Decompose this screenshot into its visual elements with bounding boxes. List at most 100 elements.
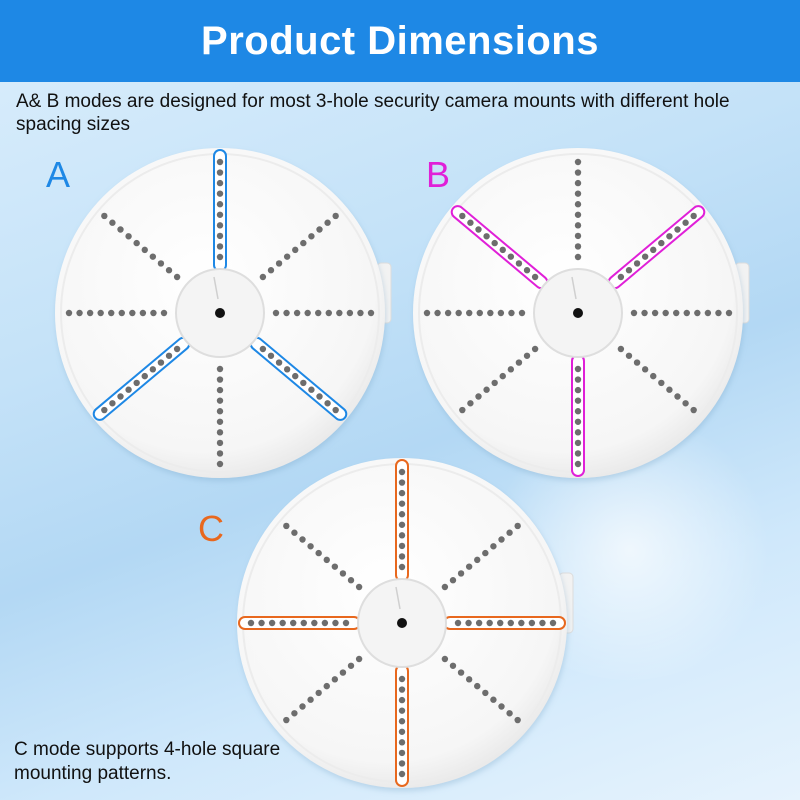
mount-hole — [315, 689, 322, 697]
mount-hole — [398, 500, 406, 507]
mount-hole — [216, 211, 224, 218]
mount-hole — [275, 359, 283, 366]
mount-hole — [125, 233, 132, 240]
mount-hole — [101, 212, 108, 220]
mount-hole — [125, 386, 132, 393]
mount-hole — [574, 386, 582, 394]
mount-hole — [398, 511, 406, 518]
mount-hole — [342, 619, 350, 627]
mount-hole — [339, 570, 347, 577]
plate-b — [413, 148, 750, 478]
mount-hole — [272, 309, 280, 317]
mount-hole — [398, 696, 406, 704]
mount-hole — [324, 400, 331, 407]
mount-hole — [291, 710, 298, 717]
mount-hole — [267, 352, 275, 359]
mount-hole — [651, 309, 659, 317]
mount-hole — [518, 309, 526, 317]
mount-hole — [149, 253, 157, 260]
mount-hole — [490, 696, 497, 703]
mount-hole — [141, 246, 148, 254]
mount-hole — [574, 222, 582, 229]
mount-hole — [666, 233, 673, 240]
mount-hole — [332, 212, 339, 220]
mount-hole — [316, 393, 323, 400]
mount-hole — [398, 542, 406, 550]
mode-a-label: A — [46, 154, 71, 195]
mount-hole — [574, 211, 582, 218]
mount-hole — [347, 662, 355, 669]
mount-hole — [474, 556, 481, 564]
mount-hole — [216, 232, 224, 240]
mount-hole — [173, 273, 181, 281]
mount-hole — [467, 400, 474, 407]
mount-hole — [528, 619, 536, 627]
mount-hole — [497, 619, 504, 627]
mount-hole — [466, 309, 473, 317]
mount-hole — [291, 529, 298, 536]
mount-hole — [324, 219, 331, 226]
mount-hole — [398, 489, 406, 497]
mount-hole — [315, 309, 322, 317]
mount-hole — [398, 686, 406, 693]
mount-hole — [259, 273, 267, 281]
mount-hole — [139, 309, 147, 317]
mount-hole — [704, 309, 712, 317]
mount-hole — [283, 366, 291, 373]
mount-hole — [216, 253, 224, 261]
mount-hole — [216, 169, 224, 176]
mount-hole — [574, 439, 582, 447]
mount-hole — [157, 359, 165, 366]
mount-hole — [216, 201, 224, 208]
mount-hole — [523, 267, 531, 274]
mount-hole — [483, 386, 490, 393]
mount-hole — [321, 619, 329, 627]
mount-hole — [423, 309, 431, 317]
mount-hole — [299, 536, 306, 543]
mount-hole — [216, 386, 224, 394]
mount-hole — [475, 226, 482, 233]
mount-hole — [279, 619, 286, 627]
mount-hole — [641, 309, 648, 317]
mount-hole — [331, 563, 339, 570]
mount-hole — [506, 529, 513, 536]
mount-hole — [258, 619, 265, 627]
mount-hole — [283, 309, 290, 317]
mount-hole — [690, 406, 697, 414]
mount-hole — [475, 393, 482, 400]
mount-hole — [346, 309, 354, 317]
mount-hole — [650, 246, 657, 254]
center-hole — [215, 308, 225, 318]
plate-c — [237, 458, 574, 788]
mount-hole — [497, 309, 505, 317]
mount-hole — [523, 352, 531, 359]
mount-hole — [65, 309, 73, 317]
mount-hole — [133, 239, 140, 247]
mount-hole — [292, 246, 299, 254]
mount-hole — [275, 260, 283, 267]
mount-hole — [283, 522, 290, 530]
mount-hole — [300, 379, 307, 387]
mount-hole — [216, 460, 224, 468]
mount-hole — [715, 309, 722, 317]
mount-hole — [398, 760, 406, 767]
mount-hole — [674, 393, 681, 400]
mount-hole — [108, 309, 115, 317]
mount-hole — [129, 309, 136, 317]
mount-hole — [76, 309, 83, 317]
mount-hole — [449, 662, 457, 669]
mount-hole — [347, 577, 355, 584]
mount-hole — [650, 372, 657, 380]
mount-hole — [267, 267, 275, 274]
center-hole — [573, 308, 583, 318]
mount-hole — [499, 246, 506, 254]
mount-hole — [574, 429, 582, 436]
mount-hole — [216, 158, 224, 166]
mount-hole — [549, 619, 557, 627]
mount-hole — [299, 703, 306, 710]
mount-hole — [666, 386, 673, 393]
mount-hole — [307, 696, 314, 703]
mount-hole — [514, 716, 521, 724]
mount-hole — [725, 309, 733, 317]
mount-hole — [633, 260, 641, 267]
